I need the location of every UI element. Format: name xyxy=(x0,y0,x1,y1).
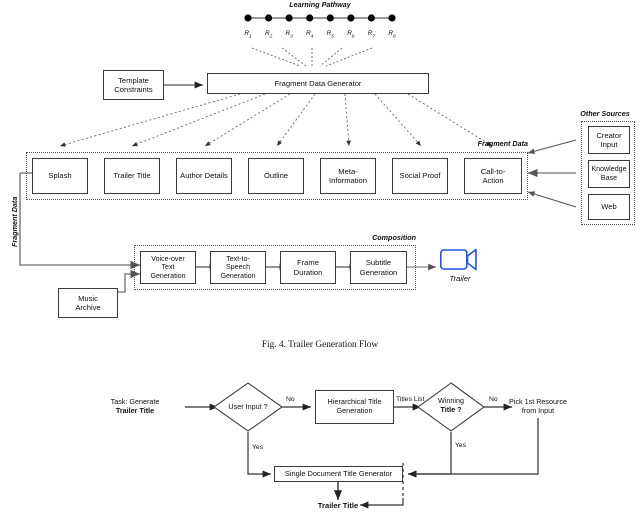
composition-group-label: Composition xyxy=(372,233,416,242)
decision-user-input[interactable]: User Input ? xyxy=(213,382,283,432)
flowchart-task-label: Task: Generate Trailer Title xyxy=(85,397,185,415)
composition-vo-line3: Generation xyxy=(150,271,186,280)
fragment-box-call-to-action[interactable]: Call-to- Action xyxy=(464,158,522,194)
fragment-box-splash[interactable]: Splash xyxy=(32,158,88,194)
pathway-node-label-2: R2 xyxy=(264,30,273,40)
pathway-node-label-5: R5 xyxy=(326,30,334,40)
music-archive-line1: Music xyxy=(78,293,98,303)
composition-vo-line1: Voice-over xyxy=(151,254,185,263)
composition-fd-line1: Frame xyxy=(297,258,319,268)
fragment-box-author-details[interactable]: Author Details xyxy=(176,158,232,194)
fragment-data-side-label: Fragment Data xyxy=(10,196,19,247)
winning-line2: Title ? xyxy=(440,404,462,414)
video-camera-icon xyxy=(440,248,480,272)
fragment-box-outline[interactable]: Outline xyxy=(248,158,304,194)
composition-tts-line1: Text-to- xyxy=(226,254,250,263)
composition-step-subtitle-generation[interactable]: Subtitle Generation xyxy=(350,251,407,284)
other-sources-label: Other Sources xyxy=(580,109,630,118)
task-line2: Trailer Title xyxy=(115,405,155,415)
pathway-node-label-4: R4 xyxy=(306,30,314,40)
fragment-data-group xyxy=(26,152,528,200)
other-source-creator-line2: Input xyxy=(600,140,618,149)
fragment-box-trailer-title[interactable]: Trailer Title xyxy=(104,158,160,194)
pathway-node-label-1: R1 xyxy=(244,30,252,40)
decision-winning-title[interactable]: Winning Title ? xyxy=(417,382,485,432)
fragment-label-author-details: Author Details xyxy=(180,171,228,181)
learning-pathway-title: Learning Pathway xyxy=(289,0,351,9)
fragment-label-cta-line2: Action xyxy=(482,176,504,185)
fragment-data-generator-label: Fragment Data Generator xyxy=(274,78,362,88)
fragment-label-meta-line1: Meta- xyxy=(338,166,358,176)
hierarchical-line2: Generation xyxy=(336,406,373,415)
template-constraints-box[interactable]: Template Constraints xyxy=(103,70,164,100)
figure-caption: Fig. 4. Trailer Generation Flow xyxy=(261,340,379,350)
pick-line1: Pick 1st Resource xyxy=(509,397,567,406)
decision-user-input-label: User Input ? xyxy=(228,402,268,411)
pathway-node-label-7: R7 xyxy=(367,30,376,40)
single-doc-label: Single Document Title Generator xyxy=(284,469,393,479)
pathway-node-label-3: R3 xyxy=(285,30,293,40)
fragment-label-meta-line2: Information xyxy=(329,176,367,185)
composition-sg-line2: Generation xyxy=(359,267,398,277)
fragment-label-trailer-title: Trailer Title xyxy=(113,171,151,181)
composition-sg-line1: Subtitle xyxy=(365,258,392,268)
hierarchical-line1: Hierarchical Title xyxy=(327,397,382,407)
composition-tts-line3: Generation xyxy=(220,271,256,280)
other-source-web-label: Web xyxy=(601,202,617,212)
edge-label-no-2: No xyxy=(489,396,498,403)
fragment-label-splash: Splash xyxy=(48,171,72,181)
fragment-box-social-proof[interactable]: Social Proof xyxy=(392,158,448,194)
edge-label-yes-1: Yes xyxy=(252,444,264,451)
other-sources-group xyxy=(581,121,635,225)
composition-step-text-to-speech[interactable]: Text-to- Speech Generation xyxy=(210,251,266,284)
composition-fd-line2: Duration xyxy=(293,267,323,277)
fragment-box-meta-information[interactable]: Meta- Information xyxy=(320,158,376,194)
trailer-output-label: Trailer xyxy=(449,274,471,283)
fragment-label-cta-line1: Call-to- xyxy=(480,166,506,176)
composition-tts-line2: Speech xyxy=(225,263,251,272)
pick-line2: from Input xyxy=(521,405,555,415)
composition-group xyxy=(134,245,416,290)
pick-first-resource-label: Pick 1st Resource from Input xyxy=(490,397,586,415)
trailer-title-result: Trailer Title xyxy=(317,501,359,510)
other-source-box-knowledge-base[interactable]: Knowledge Base xyxy=(588,160,630,188)
fragment-data-group-label: Fragment Data xyxy=(477,139,528,148)
edge-label-yes-2: Yes xyxy=(455,442,467,449)
pathway-node-label-6: R6 xyxy=(347,30,355,40)
task-line1: Task: Generate xyxy=(110,397,160,406)
winning-line1: Winning xyxy=(438,396,464,405)
composition-step-frame-duration[interactable]: Frame Duration xyxy=(280,251,336,284)
fragment-label-social-proof: Social Proof xyxy=(399,171,441,181)
other-source-kb-line2: Base xyxy=(600,174,618,182)
other-source-creator-line1: Creator xyxy=(596,130,622,140)
music-archive-line2: Archive xyxy=(75,303,101,312)
fragment-label-outline: Outline xyxy=(263,171,289,181)
composition-step-voice-over[interactable]: Voice-over Text Generation xyxy=(140,251,196,284)
decision-winning-title-label: Winning Title ? xyxy=(417,396,485,414)
other-source-box-creator-input[interactable]: Creator Input xyxy=(588,126,630,154)
edge-label-titles-list: Titles List xyxy=(396,396,425,403)
fragment-data-generator-box[interactable]: Fragment Data Generator xyxy=(207,73,429,94)
edge-label-no-1: No xyxy=(286,396,295,403)
single-document-title-generator-box[interactable]: Single Document Title Generator xyxy=(274,466,403,482)
template-constraints-line2: Constraints xyxy=(114,85,153,94)
other-source-kb-line1: Knowledge xyxy=(591,165,627,174)
pathway-node-label-8: R8 xyxy=(388,30,396,40)
hierarchical-title-generation-box[interactable]: Hierarchical Title Generation xyxy=(315,390,394,424)
other-source-box-web[interactable]: Web xyxy=(588,194,630,220)
music-archive-box[interactable]: Music Archive xyxy=(58,288,118,318)
template-constraints-line1: Template xyxy=(118,75,149,85)
composition-vo-line2: Text xyxy=(161,263,175,272)
